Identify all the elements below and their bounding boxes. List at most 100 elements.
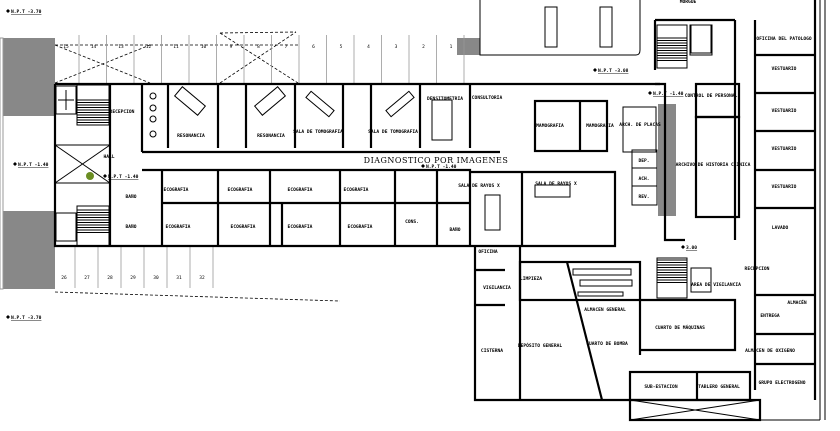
room-label: ECOGRAFIA [166, 224, 191, 230]
level-marker-icon [103, 174, 107, 178]
level-label: 3.00 [686, 245, 697, 251]
section-title: DIAGNOSTICO POR IMAGENES [364, 156, 509, 165]
room-label: HALL [103, 154, 114, 160]
room-label: ECOGRAFIA [288, 224, 313, 230]
parking-number: 29 [130, 275, 136, 281]
room-label: ALMACEN DE OXIGENO [745, 348, 795, 354]
level-label: N.P.T -1.40 [653, 91, 684, 97]
level-marker-icon [648, 91, 652, 95]
room-label: MAMOGRAFIA [586, 123, 614, 129]
elevator-right-top [690, 24, 712, 54]
room-label: ECOGRAFIA [288, 187, 313, 193]
room-label: DENSITOMETRIA [427, 96, 463, 102]
parking-number: 2 [422, 44, 425, 50]
room-label: REV. [638, 194, 649, 200]
room-label: CONSULTORIA [472, 95, 503, 101]
parking-number: 12 [146, 44, 152, 50]
room-label: ENTREGA [760, 313, 780, 319]
parking-number: 7 [285, 44, 288, 50]
parking-number: 11 [173, 44, 179, 50]
room-label: LAVADO [772, 225, 789, 231]
room-label: SUB-ESTACION [644, 384, 677, 390]
room-label: MORGUE [680, 0, 697, 5]
parking-number: 13 [118, 44, 124, 50]
stair-right-top [656, 24, 688, 69]
room-label: CISTERNA [481, 348, 503, 354]
room-label: SALA DE RAYOS X [458, 183, 500, 189]
room-label: SALA DE TOMOGRAFIA [293, 129, 343, 135]
level-marker-icon [593, 68, 597, 72]
room-label: ARCH. DE PLACAS [619, 122, 661, 128]
room-label: VIGILANCIA [483, 285, 511, 291]
room-label: ALMACEN GENERAL [584, 307, 626, 313]
room-label: AREA DE VIGILANCIA [691, 282, 741, 288]
level-label: N.P.T -3.08 [598, 68, 629, 74]
room-label: ECOGRAFIA [344, 187, 369, 193]
room-label: RECEPCION [745, 266, 770, 272]
level-marker-icon [6, 315, 10, 319]
parking-number: 5 [340, 44, 343, 50]
level-marker-icon [13, 162, 17, 166]
parking-number: 9 [230, 44, 233, 50]
shaded-block [457, 38, 480, 55]
parking-bottom [54, 291, 341, 302]
room-label: DEPÓSITO GENERAL [518, 342, 562, 349]
elevator-left-bottom [55, 212, 77, 242]
parking-number: 28 [107, 275, 113, 281]
level-marker-icon [681, 245, 685, 249]
room-label: ECOGRAFIA [231, 224, 256, 230]
parking-number: 15 [63, 44, 69, 50]
room-label: SALA DE TOMOGRAFIA [368, 129, 418, 135]
room-label: VESTUARIO [772, 184, 797, 190]
parking-number: 30 [153, 275, 159, 281]
room-label: RESONANCIA [257, 133, 285, 139]
hall-box [54, 144, 111, 184]
parking-number: 1 [450, 44, 453, 50]
room-label: ALMACÉN [787, 298, 807, 306]
room-label: OFICINA DEL PATOLOGO [756, 36, 812, 42]
level-label: N.P.T -1.40 [108, 174, 139, 180]
elevator-right-bottom [690, 267, 712, 293]
parking-number: 10 [201, 44, 207, 50]
stair-top-left [76, 84, 110, 126]
parking-number: 32 [199, 275, 205, 281]
room-label: ECOGRAFIA [164, 187, 189, 193]
room-label: TABLERO GENERAL [698, 384, 740, 390]
parking-number: 6 [312, 44, 315, 50]
room-label: SALA DE RAYOS X [535, 181, 577, 187]
room-label: CONTROL DE PERSONAL [685, 93, 738, 99]
level-marker-icon [6, 9, 10, 13]
room-label: OFICINA [478, 249, 498, 255]
room-label: DEP. [638, 158, 649, 164]
room-label: ARCHIVO DE HISTORIA CLINICA [676, 162, 751, 168]
chair-icons [149, 92, 157, 138]
room-label: RECEPCION [110, 109, 135, 115]
room-label: RESONANCIA [177, 133, 205, 139]
room-label: ACH. [638, 176, 649, 182]
level-label: N.P.T -3.70 [11, 315, 42, 321]
room-label: BAÑO [449, 226, 460, 233]
level-marker-icon [421, 164, 425, 168]
room-label: MAMOGRAFIA [536, 123, 564, 129]
room-label: BAÑO [125, 193, 136, 200]
shaded-ramp-top [3, 38, 55, 116]
level-label: N.P.T -1.40 [18, 162, 49, 168]
room-label: ECOGRAFIA [348, 224, 373, 230]
room-label: GRUPO ELECTROGENO [758, 380, 805, 386]
parking-number: 8 [257, 44, 260, 50]
parking-number: 14 [91, 44, 97, 50]
room-label: VESTUARIO [772, 108, 797, 114]
level-label: N.P.T -3.70 [11, 9, 42, 15]
room-label: BAÑO [125, 223, 136, 230]
parking-number: 4 [367, 44, 370, 50]
stair-bottom-left [76, 205, 110, 247]
room-label: CUARTO DE BOMBA [586, 341, 628, 347]
left-border [0, 37, 4, 290]
parking-top [54, 31, 470, 85]
parking-number: 31 [176, 275, 182, 281]
equipment [173, 0, 641, 231]
walls [53, 0, 826, 422]
parking-number: 3 [395, 44, 398, 50]
room-label: VESTUARIO [772, 66, 797, 72]
